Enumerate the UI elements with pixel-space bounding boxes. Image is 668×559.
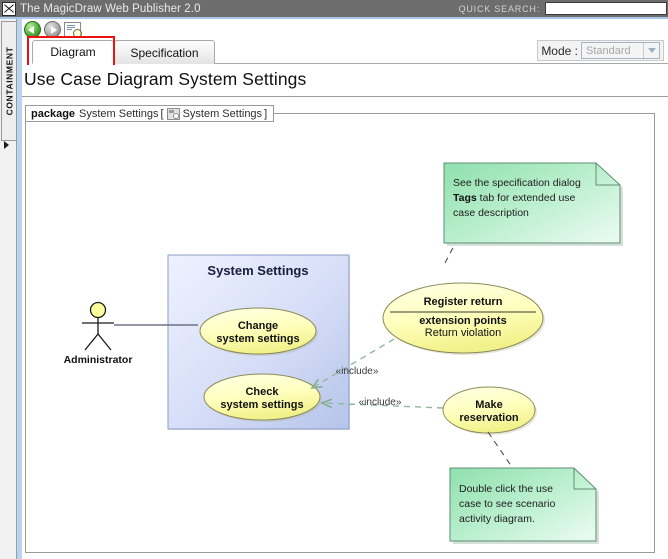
use-case-make-line1: Make bbox=[475, 399, 503, 411]
actor-administrator[interactable]: Administrator bbox=[64, 301, 133, 367]
note1-line2-bold: Tags bbox=[453, 192, 477, 204]
diagram-graphics: System Settings Administrator Change sys… bbox=[64, 162, 623, 544]
package-icon bbox=[166, 107, 180, 120]
mode-dropdown[interactable]: Standard bbox=[581, 42, 660, 59]
use-case-change-line1: Change bbox=[238, 320, 278, 332]
quick-search-label: QUICK SEARCH: bbox=[458, 3, 540, 14]
use-case-register-title: Register return bbox=[424, 296, 503, 308]
use-case-check-line2: system settings bbox=[220, 399, 303, 411]
titlebar-accent-rule bbox=[0, 17, 668, 19]
tab-diagram-label: Diagram bbox=[50, 45, 96, 59]
diagram-canvas[interactable]: package System Settings [ System Setting… bbox=[22, 100, 668, 559]
chevron-down-icon[interactable] bbox=[643, 43, 659, 58]
note-anchor-line-2 bbox=[487, 431, 515, 471]
note-double-click[interactable]: Double click the use case to see scenari… bbox=[449, 431, 599, 544]
include-register-return[interactable]: «include» bbox=[310, 338, 395, 390]
specification-search-icon[interactable] bbox=[64, 22, 82, 38]
title-bar: The MagicDraw Web Publisher 2.0 QUICK SE… bbox=[0, 0, 668, 17]
tab-diagram[interactable]: Diagram bbox=[32, 40, 114, 64]
navigation-toolbar bbox=[22, 19, 668, 38]
use-case-check-system-settings[interactable]: Check system settings bbox=[203, 373, 322, 422]
tab-specification-label: Specification bbox=[130, 45, 199, 60]
include-label-make: «include» bbox=[359, 397, 402, 408]
magicdraw-logo-icon bbox=[2, 1, 16, 16]
back-arrow-icon[interactable] bbox=[24, 21, 41, 38]
note2-line2: case to see scenario bbox=[459, 498, 555, 510]
mode-label: Mode : bbox=[541, 43, 578, 58]
use-case-make-line2: reservation bbox=[459, 412, 519, 424]
extension-points-header: extension points bbox=[419, 315, 506, 327]
note1-line1: See the specification dialog bbox=[453, 177, 581, 189]
note-specification-tags[interactable]: See the specification dialog Tags tab fo… bbox=[443, 162, 623, 264]
expand-sidebar-arrow-icon[interactable] bbox=[4, 141, 9, 149]
tab-specification[interactable]: Specification bbox=[114, 40, 215, 64]
quick-search-input[interactable] bbox=[545, 2, 667, 15]
note2-line3: activity diagram. bbox=[459, 513, 535, 525]
use-case-change-system-settings[interactable]: Change system settings bbox=[199, 307, 318, 356]
page-heading-area: Use Case Diagram System Settings bbox=[22, 65, 668, 99]
tabs-baseline bbox=[215, 63, 668, 64]
actor-label: Administrator bbox=[64, 354, 133, 366]
package-box-title: System Settings bbox=[207, 263, 308, 278]
page-title-rule bbox=[22, 96, 668, 97]
forward-arrow-icon[interactable] bbox=[44, 21, 61, 38]
mode-selector: Mode : Standard bbox=[537, 40, 664, 61]
use-case-register-return[interactable]: Register return extension points Return … bbox=[382, 282, 545, 355]
note2-line1: Double click the use bbox=[459, 483, 553, 495]
note1-line2-rest: tab for extended use bbox=[477, 192, 576, 204]
frame-name: System Settings bbox=[79, 107, 159, 120]
page-title: Use Case Diagram System Settings bbox=[24, 69, 307, 89]
include-label-register: «include» bbox=[336, 366, 379, 377]
sidebar-divider bbox=[17, 19, 22, 559]
frame-ref-name: System Settings bbox=[182, 107, 263, 120]
use-case-check-line1: Check bbox=[245, 386, 279, 398]
window-title: The MagicDraw Web Publisher 2.0 bbox=[20, 2, 201, 15]
frame-bracket-close: ] bbox=[264, 107, 268, 120]
use-case-change-line2: system settings bbox=[216, 333, 299, 345]
frame-bracket-open: [ bbox=[160, 107, 164, 120]
containment-sidebar: CONTAINMENT bbox=[0, 19, 17, 559]
frame-keyword: package bbox=[31, 107, 76, 120]
svg-text:Tags tab for extended use: Tags tab for extended use bbox=[453, 192, 576, 204]
mode-selected-value: Standard bbox=[586, 44, 631, 57]
quick-search-area: QUICK SEARCH: bbox=[459, 0, 668, 17]
use-case-make-reservation[interactable]: Make reservation bbox=[442, 386, 537, 435]
extension-point-item: Return violation bbox=[425, 327, 501, 339]
containment-tab[interactable]: CONTAINMENT bbox=[1, 21, 17, 141]
note1-line3: case description bbox=[453, 207, 529, 219]
containment-tab-label: CONTAINMENT bbox=[4, 46, 14, 116]
include-make-reservation[interactable]: «include» bbox=[320, 397, 444, 409]
diagram-frame-header: package System Settings [ System Setting… bbox=[25, 105, 275, 122]
